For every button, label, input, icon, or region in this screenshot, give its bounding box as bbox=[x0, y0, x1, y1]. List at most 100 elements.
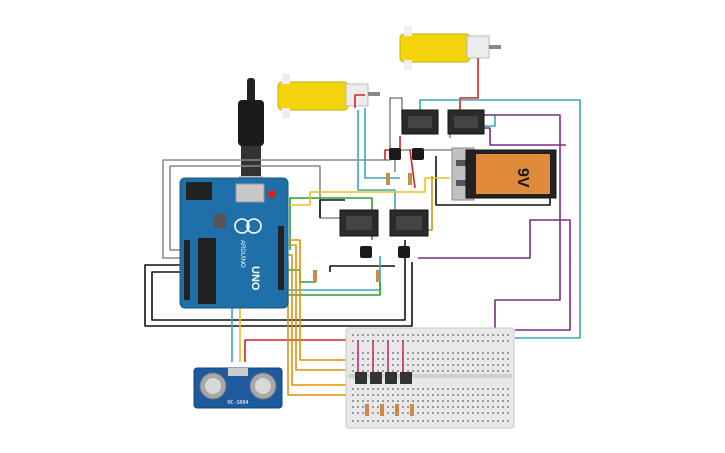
breadboard-hole bbox=[362, 370, 364, 372]
breadboard-hole bbox=[427, 420, 429, 422]
breadboard-hole bbox=[352, 370, 354, 372]
breadboard-hole bbox=[367, 334, 369, 336]
breadboard-hole bbox=[412, 364, 414, 366]
breadboard-hole bbox=[442, 388, 444, 390]
breadboard-hole bbox=[372, 412, 374, 414]
breadboard-hole bbox=[467, 352, 469, 354]
breadboard-hole bbox=[477, 358, 479, 360]
breadboard-hole bbox=[497, 412, 499, 414]
breadboard-hole bbox=[462, 394, 464, 396]
breadboard-hole bbox=[432, 406, 434, 408]
breadboard-hole bbox=[417, 340, 419, 342]
breadboard-hole bbox=[507, 394, 509, 396]
breadboard-hole bbox=[452, 420, 454, 422]
breadboard-hole bbox=[482, 388, 484, 390]
breadboard-hole bbox=[352, 364, 354, 366]
breadboard-hole bbox=[382, 370, 384, 372]
breadboard-hole bbox=[457, 400, 459, 402]
relay-top-left bbox=[401, 109, 439, 135]
ultrasonic-sensor: HC-SR04 bbox=[193, 367, 283, 409]
breadboard-hole bbox=[477, 352, 479, 354]
arduino-model-text: UNO bbox=[249, 266, 261, 291]
breadboard-hole bbox=[392, 334, 394, 336]
breadboard-hole bbox=[352, 412, 354, 414]
breadboard-hole bbox=[432, 420, 434, 422]
breadboard-hole bbox=[457, 352, 459, 354]
breadboard-hole bbox=[422, 400, 424, 402]
breadboard-hole bbox=[417, 352, 419, 354]
breadboard-hole bbox=[442, 334, 444, 336]
breadboard-hole bbox=[362, 412, 364, 414]
breadboard-hole bbox=[437, 340, 439, 342]
breadboard-hole bbox=[482, 370, 484, 372]
breadboard-hole bbox=[417, 406, 419, 408]
breadboard-hole bbox=[502, 412, 504, 414]
breadboard-hole bbox=[492, 400, 494, 402]
breadboard-hole bbox=[462, 406, 464, 408]
breadboard-hole bbox=[352, 394, 354, 396]
breadboard-hole bbox=[487, 420, 489, 422]
breadboard-hole bbox=[392, 394, 394, 396]
breadboard-hole bbox=[392, 340, 394, 342]
breadboard-hole bbox=[487, 364, 489, 366]
breadboard-hole bbox=[397, 370, 399, 372]
dc-motor-left bbox=[277, 74, 380, 118]
breadboard-hole bbox=[397, 334, 399, 336]
breadboard-hole bbox=[487, 400, 489, 402]
breadboard-hole bbox=[462, 358, 464, 360]
breadboard-hole bbox=[447, 352, 449, 354]
transistors bbox=[360, 148, 424, 258]
breadboard-hole bbox=[462, 400, 464, 402]
breadboard-hole bbox=[427, 364, 429, 366]
breadboard-hole bbox=[432, 412, 434, 414]
breadboard-hole bbox=[442, 364, 444, 366]
breadboard-hole bbox=[477, 406, 479, 408]
breadboard-hole bbox=[447, 394, 449, 396]
breadboard-hole bbox=[392, 352, 394, 354]
breadboard-hole bbox=[437, 406, 439, 408]
breadboard-hole bbox=[452, 406, 454, 408]
breadboard-hole bbox=[502, 388, 504, 390]
breadboard-hole bbox=[492, 388, 494, 390]
breadboard-hole bbox=[462, 340, 464, 342]
breadboard-hole bbox=[397, 364, 399, 366]
breadboard-hole bbox=[447, 340, 449, 342]
breadboard-hole bbox=[407, 394, 409, 396]
breadboard-hole bbox=[467, 340, 469, 342]
breadboard-hole bbox=[372, 420, 374, 422]
breadboard-hole bbox=[417, 358, 419, 360]
breadboard-hole bbox=[362, 394, 364, 396]
breadboard-hole bbox=[367, 394, 369, 396]
breadboard-hole bbox=[432, 400, 434, 402]
breadboard-hole bbox=[367, 400, 369, 402]
breadboard-hole bbox=[422, 358, 424, 360]
breadboard-hole bbox=[492, 406, 494, 408]
breadboard-hole bbox=[432, 388, 434, 390]
breadboard-hole bbox=[377, 364, 379, 366]
breadboard-hole bbox=[442, 420, 444, 422]
breadboard-hole bbox=[492, 352, 494, 354]
breadboard-hole bbox=[507, 420, 509, 422]
breadboard-hole bbox=[457, 394, 459, 396]
breadboard-hole bbox=[502, 400, 504, 402]
breadboard-hole bbox=[412, 420, 414, 422]
breadboard-hole bbox=[417, 364, 419, 366]
breadboard-hole bbox=[462, 364, 464, 366]
breadboard-hole bbox=[377, 412, 379, 414]
breadboard-hole bbox=[457, 406, 459, 408]
breadboard bbox=[345, 327, 515, 429]
breadboard-hole bbox=[462, 388, 464, 390]
breadboard-hole bbox=[362, 364, 364, 366]
breadboard-hole bbox=[382, 340, 384, 342]
breadboard-hole bbox=[377, 352, 379, 354]
breadboard-hole bbox=[397, 352, 399, 354]
breadboard-hole bbox=[392, 358, 394, 360]
breadboard-hole bbox=[412, 352, 414, 354]
breadboard-hole bbox=[407, 412, 409, 414]
breadboard-hole bbox=[402, 406, 404, 408]
breadboard-hole bbox=[507, 352, 509, 354]
breadboard-hole bbox=[487, 412, 489, 414]
breadboard-hole bbox=[497, 352, 499, 354]
breadboard-hole bbox=[462, 420, 464, 422]
breadboard-hole bbox=[482, 420, 484, 422]
